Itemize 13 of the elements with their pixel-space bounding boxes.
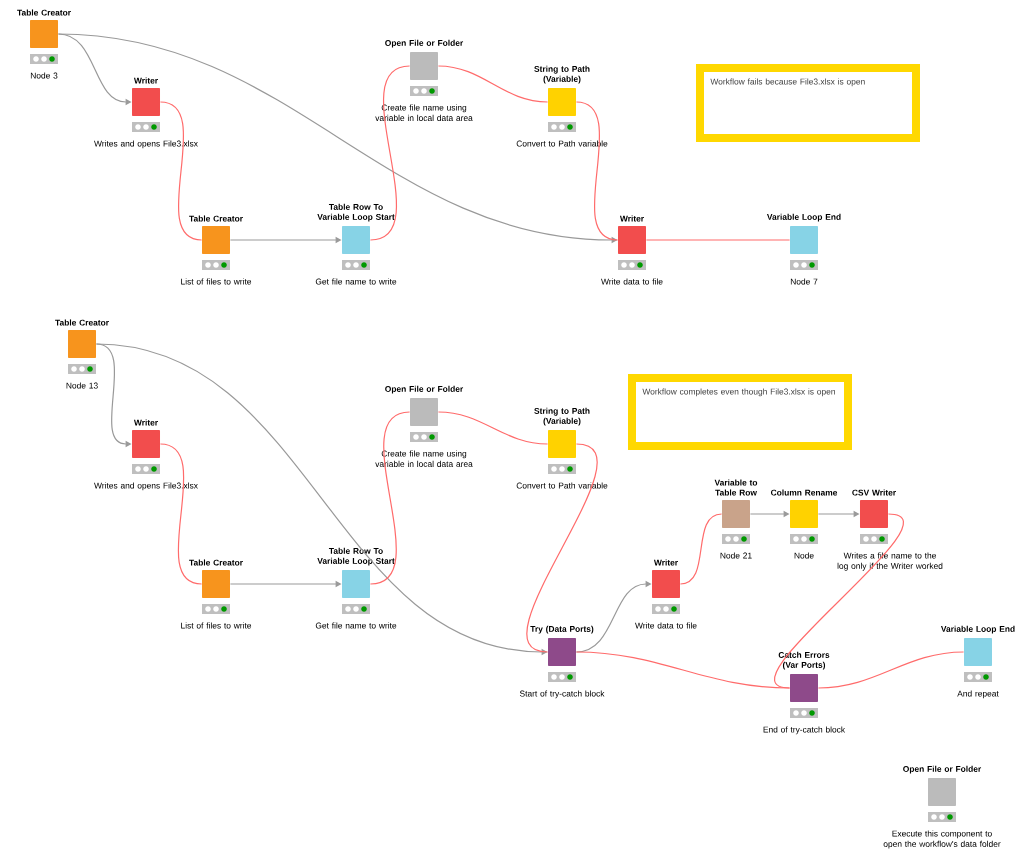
connection <box>369 65 411 241</box>
connection <box>774 513 904 689</box>
connection <box>159 443 203 585</box>
connection <box>679 513 723 585</box>
connection <box>817 651 965 689</box>
connection <box>645 239 791 241</box>
connection <box>437 411 549 445</box>
connection <box>575 651 791 689</box>
connection <box>575 101 619 241</box>
connection <box>159 101 203 241</box>
connection <box>526 443 598 653</box>
connection <box>437 65 549 103</box>
connection <box>369 411 411 585</box>
